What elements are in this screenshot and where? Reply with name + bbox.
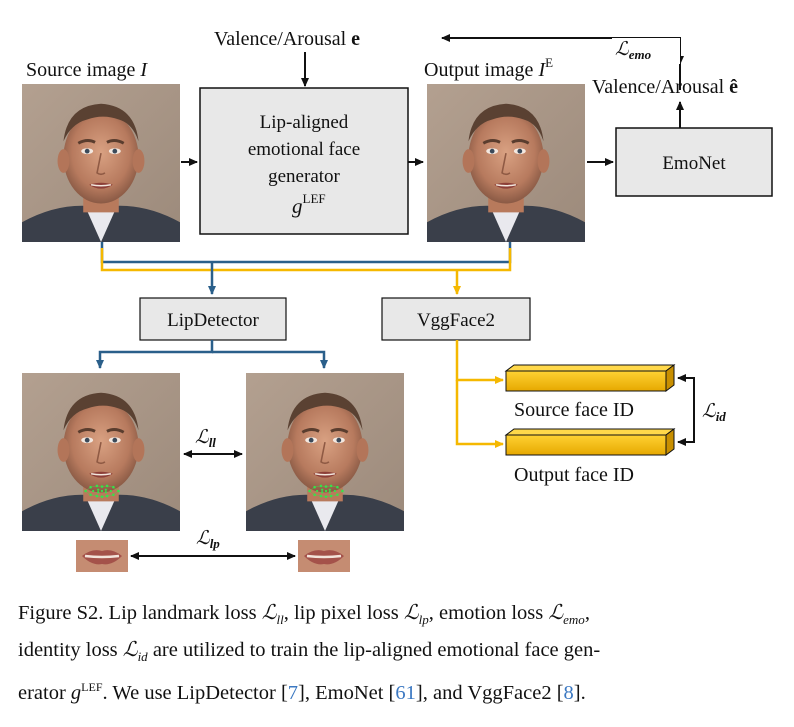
output-landmark-image: [246, 373, 404, 531]
source-face-id-label: Source face ID: [514, 399, 634, 421]
figure-caption: Figure S2. Lip landmark loss ℒll, lip pi…: [18, 598, 780, 708]
generator-label-line1: Lip-aligned: [260, 112, 349, 133]
source-image: [22, 84, 180, 242]
caption-line-1: Figure S2. Lip landmark loss ℒll, lip pi…: [18, 602, 590, 628]
source-landmark-image: [22, 373, 180, 531]
generator-label-line3: generator: [268, 166, 340, 187]
vggface2-label: VggFace2: [417, 310, 495, 331]
loss-id-label: ℒid: [702, 401, 726, 424]
output-image: [426, 84, 586, 242]
generator-label-line2: emotional face: [248, 139, 360, 160]
vggface2-box: [381, 297, 531, 341]
blue-connector: [100, 242, 512, 264]
emonet-label: EmoNet: [662, 153, 726, 174]
source-lip-crop: [76, 540, 128, 572]
output-lip-crop: [298, 540, 350, 572]
generator-box: [199, 87, 409, 235]
lipdetector-box: [139, 297, 287, 341]
loss-ll-label: ℒll: [195, 427, 216, 450]
caption-line-2: identity loss ℒid are utilized to train …: [18, 639, 601, 665]
lipdetector-label: LipDetector: [167, 310, 259, 331]
ref-link-8[interactable]: 8: [563, 682, 574, 705]
output-image-label: Output image IE: [424, 55, 553, 81]
ref-link-61[interactable]: 61: [395, 682, 416, 705]
caption-line-3: erator gLEF. We use LipDetector [7], Emo…: [18, 680, 586, 705]
output-face-id-label: Output face ID: [514, 464, 634, 486]
loss-lp-label: ℒlp: [196, 528, 220, 551]
source-id-bar: [504, 364, 676, 392]
valence-input-label: Valence/Arousal e: [214, 28, 360, 50]
lipdetector-to-source-arrow: [96, 340, 214, 369]
generator-symbol: gLEF: [292, 191, 326, 218]
valence-output-label: Valence/Arousal ê: [592, 76, 738, 98]
vgg-to-source-id-arrow: [455, 340, 504, 384]
loss-emo-label: ℒemo: [615, 39, 652, 62]
source-image-label: Source image I: [26, 59, 148, 81]
output-id-bar: [504, 428, 676, 456]
vgg-to-output-id-arrow: [455, 380, 504, 448]
emonet-box: [615, 127, 773, 197]
loss-id-arrow: [677, 374, 695, 446]
lipdetector-to-output-arrow: [212, 350, 328, 369]
ref-link-7[interactable]: 7: [287, 682, 299, 705]
yellow-connector: [100, 248, 512, 272]
